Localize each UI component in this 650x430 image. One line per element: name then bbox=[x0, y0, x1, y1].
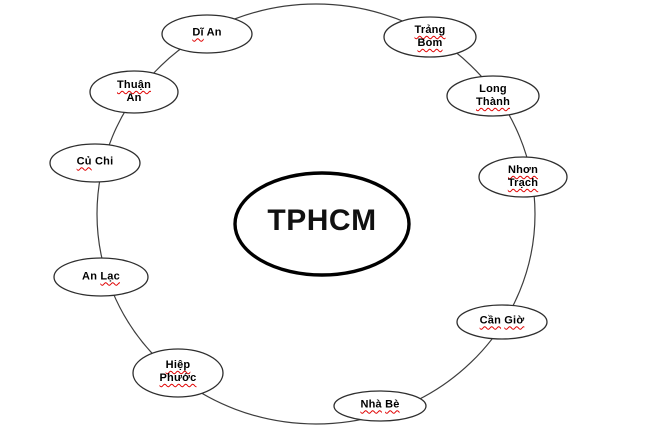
node-ellipse-nha-be bbox=[333, 390, 427, 422]
node-ellipse-can-gio bbox=[456, 304, 548, 340]
node-ellipse-long-thanh bbox=[446, 75, 540, 117]
node-label-thuan-an: Thuận An bbox=[117, 79, 151, 105]
node-word: Cần bbox=[479, 314, 502, 327]
node-label-can-gio: Cần Giờ bbox=[480, 315, 525, 328]
node-label-nha-be: Nhà Bè bbox=[360, 399, 399, 412]
node-label-long-thanh: Long Thành bbox=[476, 83, 510, 109]
node-word: Thuận bbox=[117, 79, 151, 91]
node-word: Giờ bbox=[504, 314, 525, 327]
node-word: Bè bbox=[385, 398, 400, 411]
node-word: An bbox=[82, 270, 98, 283]
node-label-hiep-phuoc: Hiệp Phước bbox=[160, 359, 197, 385]
center-ellipse-tphcm bbox=[233, 171, 411, 277]
node-word: Thành bbox=[476, 96, 510, 108]
node-word: An bbox=[206, 26, 222, 39]
node-ellipse-cu-chi bbox=[49, 143, 141, 183]
node-ellipse-thuan-an bbox=[89, 70, 179, 114]
node-word: Dĩ bbox=[192, 26, 204, 39]
node-word: Bom bbox=[417, 37, 443, 49]
node-word: An bbox=[126, 92, 142, 104]
node-ellipse-trang-bom bbox=[383, 16, 477, 58]
node-word: Chi bbox=[95, 155, 114, 168]
node-word: Trạch bbox=[507, 177, 539, 189]
node-label-di-an: Dĩ An bbox=[192, 27, 221, 40]
node-label-trang-bom: Trảng Bom bbox=[415, 24, 446, 50]
node-word: Lạc bbox=[100, 270, 120, 283]
node-word: Long bbox=[479, 83, 507, 95]
node-word: Nhà bbox=[360, 398, 382, 411]
node-word: Hiệp bbox=[165, 359, 191, 371]
node-word: Trảng bbox=[414, 24, 446, 36]
node-word: Củ bbox=[76, 155, 92, 168]
node-ellipse-hiep-phuoc bbox=[132, 348, 224, 398]
node-ellipse-an-lac bbox=[53, 257, 149, 297]
outer-ring bbox=[96, 3, 536, 425]
node-label-an-lac: An Lạc bbox=[82, 271, 120, 284]
node-ellipse-di-an bbox=[161, 14, 253, 54]
node-ellipse-nhon-trach bbox=[478, 156, 568, 198]
node-word: Nhơn bbox=[507, 164, 539, 176]
node-label-cu-chi: Củ Chi bbox=[77, 156, 114, 169]
center-label-tphcm: TPHCM bbox=[267, 204, 377, 237]
node-label-nhon-trach: Nhơn Trạch bbox=[508, 164, 538, 190]
node-word: Phước bbox=[159, 372, 197, 384]
